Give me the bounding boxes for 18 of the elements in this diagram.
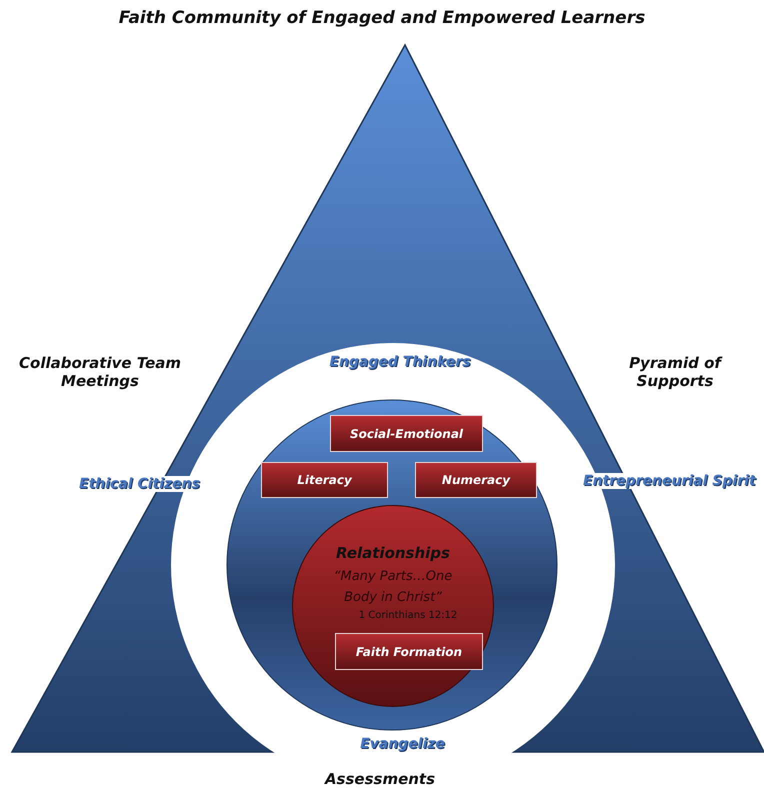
heading-text: Relationships <box>335 544 451 562</box>
ring-label: Evangelize <box>359 736 446 752</box>
label-text: Collaborative Team Meetings <box>18 354 182 390</box>
quote-text: “Many Parts…One Body in Christ” <box>332 568 454 607</box>
label-text: Pyramid of Supports <box>628 354 724 390</box>
ring-label: Engaged Thinkers <box>328 354 472 370</box>
label-box <box>261 462 388 498</box>
label-text: Assessments <box>323 770 436 788</box>
box-label: Numeracy <box>442 473 510 487</box>
citation-text: 1 Corinthians 12:12 <box>358 610 458 621</box>
ring-label: Entrepreneurial Spirit <box>580 473 759 489</box>
label-box <box>335 633 483 670</box>
box-label: Literacy <box>297 473 352 487</box>
label-box <box>330 415 483 452</box>
title: Faith Community of Engaged and Empowered Learners <box>118 8 646 28</box>
box-label: Faith Formation <box>356 644 462 658</box>
box-label: Social-Emotional <box>350 426 464 440</box>
label-box <box>415 462 537 498</box>
